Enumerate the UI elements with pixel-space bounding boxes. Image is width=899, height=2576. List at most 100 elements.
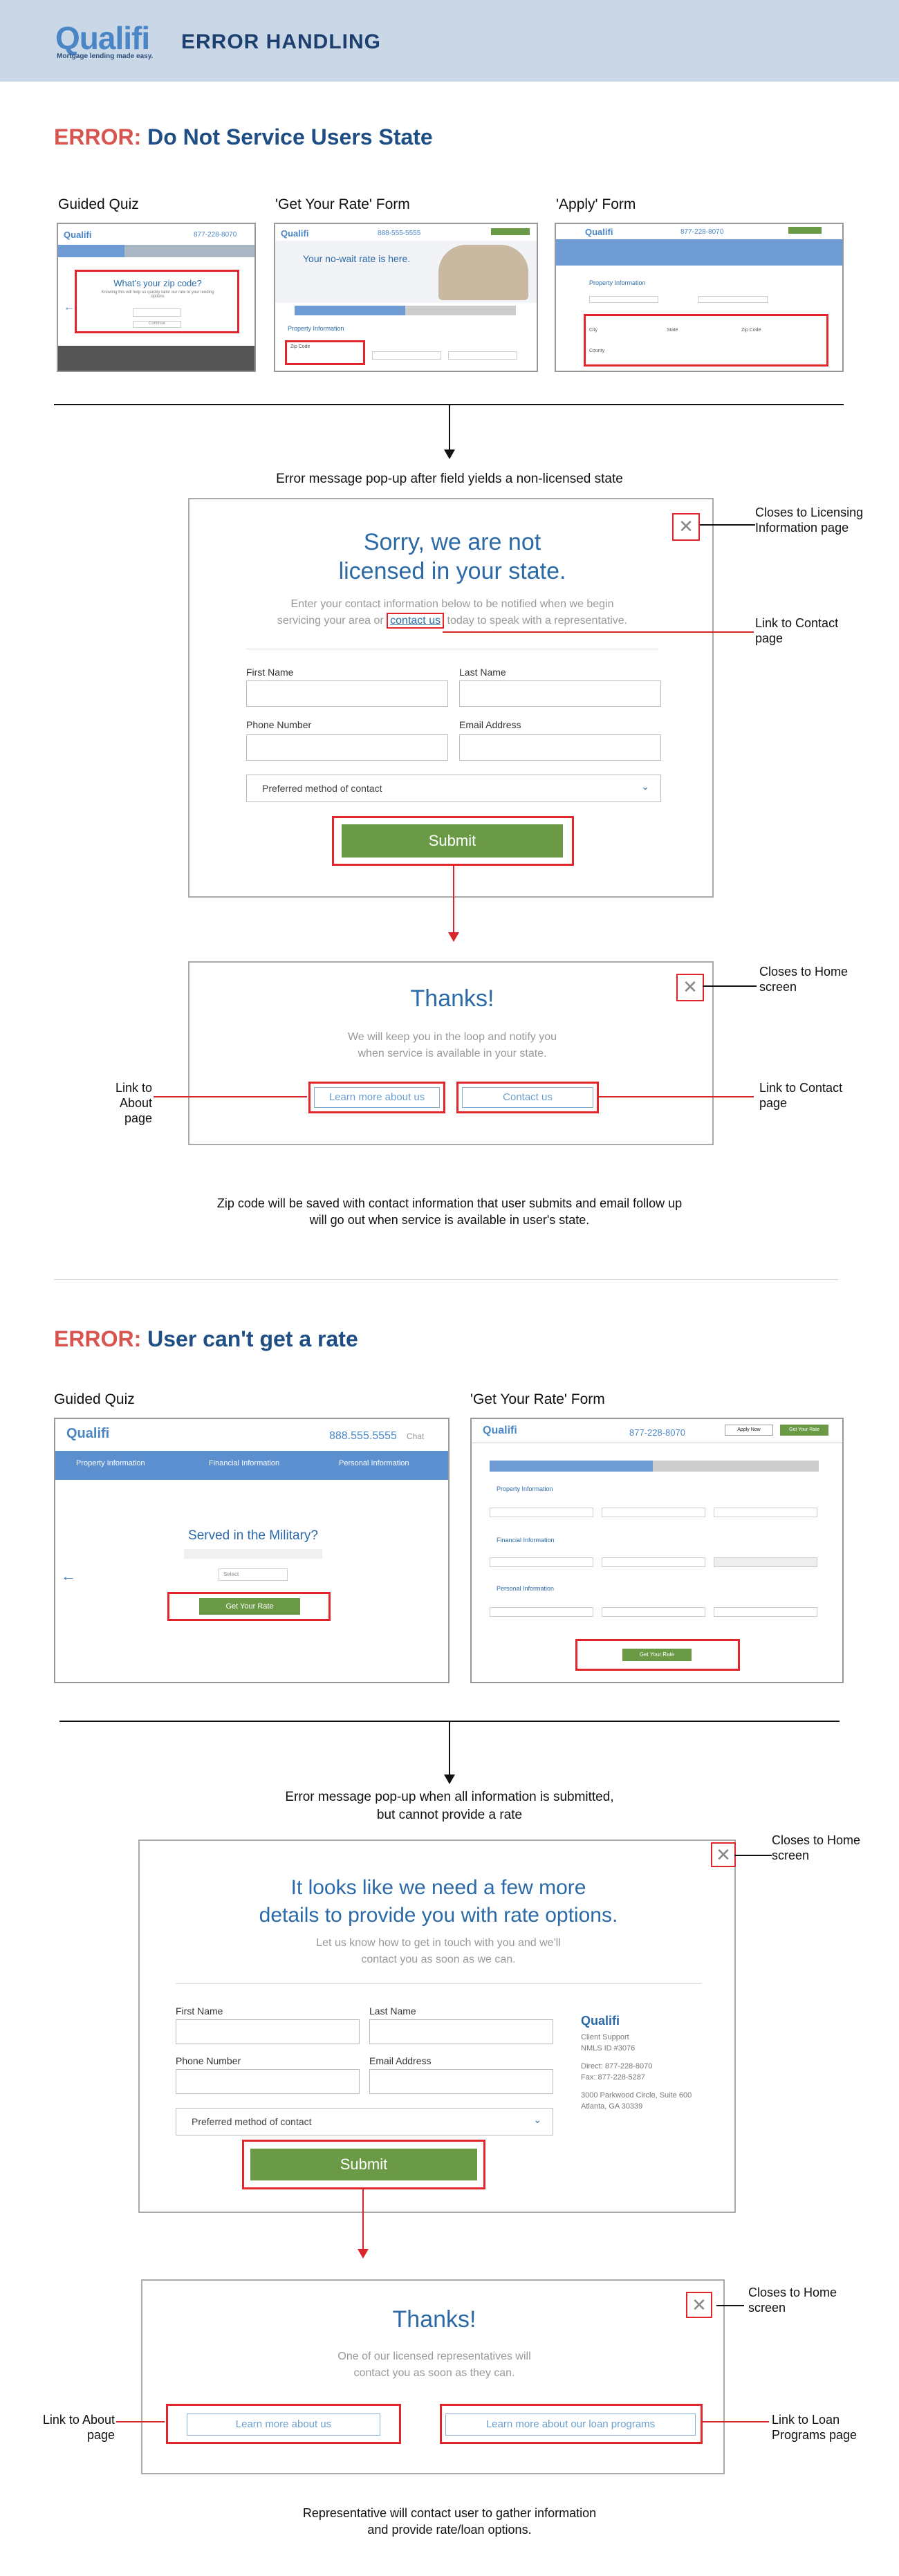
- programs-annotation: Link to Loan Programs page: [772, 2413, 858, 2442]
- thumb-field[interactable]: [714, 1557, 817, 1567]
- support-label: Client Support: [581, 2033, 629, 2041]
- dog-photo: [438, 245, 528, 300]
- thanks-modal: ✕ Thanks! We will keep you in the loop a…: [188, 961, 714, 1145]
- flow-connector: [362, 2188, 364, 2250]
- thumb-chat[interactable]: Chat: [407, 1431, 425, 1441]
- thumb-field[interactable]: [448, 351, 517, 360]
- error-prefix: ERROR:: [54, 124, 142, 149]
- thumb-field[interactable]: [602, 1508, 705, 1517]
- flow-arrow: [444, 450, 455, 459]
- company-name: Qualifi: [581, 2014, 620, 2028]
- phone-input[interactable]: [176, 2069, 360, 2094]
- thumb-btn[interactable]: [788, 227, 822, 234]
- logo-tagline: Mortgage lending made easy.: [57, 53, 154, 60]
- close-annotation: Closes to Licensing Information page: [755, 506, 864, 535]
- thumb-field[interactable]: [490, 1557, 593, 1567]
- flow-caption-line1: Error message pop-up when all informatio…: [285, 1790, 614, 1804]
- thumb-field[interactable]: [714, 1508, 817, 1517]
- preferred-contact-select[interactable]: Preferred method of contact ⌄: [176, 2108, 553, 2135]
- annotation-line: [701, 2421, 769, 2422]
- thumb-caption-guided-quiz: Guided Quiz: [54, 1391, 135, 1407]
- modal-title-line1: It looks like we need a few more: [290, 1876, 586, 1899]
- modal-subtitle-line2: servicing your area or contact us today …: [189, 613, 715, 629]
- thumb-tab[interactable]: Financial Information: [209, 1459, 280, 1467]
- thumb-tab[interactable]: Personal Information: [339, 1459, 409, 1467]
- email-input[interactable]: [459, 734, 661, 761]
- first-name-input[interactable]: [176, 2019, 360, 2044]
- thumb-continue[interactable]: Continue: [133, 321, 181, 328]
- thumb-field[interactable]: [714, 1607, 817, 1617]
- thumb-subtext: [184, 1549, 322, 1559]
- thumb-get-rate-btn[interactable]: Get Your Rate: [780, 1425, 828, 1436]
- contact-us-link[interactable]: contact us: [387, 613, 445, 629]
- address-line1: 3000 Parkwood Circle, Suite 600: [581, 2091, 692, 2100]
- zip-code-highlight: [75, 270, 239, 333]
- sub-text: servicing your area or: [277, 615, 384, 627]
- close-icon[interactable]: ✕: [711, 1842, 736, 1867]
- thumb-zip-input[interactable]: [133, 308, 181, 317]
- last-name-input[interactable]: [369, 2019, 553, 2044]
- flow-arrow: [444, 1775, 455, 1784]
- first-name-input[interactable]: [246, 680, 448, 707]
- close-icon[interactable]: ✕: [686, 2292, 712, 2318]
- thumb-apply[interactable]: Apply Now: [725, 1425, 773, 1436]
- thumb-field[interactable]: [698, 296, 768, 303]
- thanks-sub-line1: One of our licensed representatives will: [337, 2351, 531, 2362]
- contact-us-button[interactable]: Contact us: [462, 1087, 593, 1108]
- close-annotation: Closes to Home screen: [772, 1833, 861, 1862]
- contact-annotation: Link to Contact page: [759, 1081, 843, 1110]
- thumb-phone: 888-555-5555: [378, 230, 421, 237]
- thumb-section: Personal Information: [497, 1585, 555, 1592]
- thumb-field[interactable]: [602, 1557, 705, 1567]
- thumb-phone: 888.555.5555: [329, 1430, 397, 1442]
- thumb-submit-btn[interactable]: Get Your Rate: [622, 1649, 692, 1661]
- close-icon[interactable]: ✕: [676, 974, 704, 1001]
- email-input[interactable]: [369, 2069, 553, 2094]
- section-divider: [54, 1279, 838, 1280]
- flow-arrow: [358, 2249, 369, 2259]
- learn-more-about-us-button[interactable]: Learn more about us: [314, 1087, 440, 1108]
- chevron-down-icon: ⌄: [533, 2114, 541, 2125]
- phone-input[interactable]: [246, 734, 448, 761]
- last-name-input[interactable]: [459, 680, 661, 707]
- qualifi-logo[interactable]: Qualifi: [55, 20, 150, 56]
- submit-button[interactable]: Submit: [250, 2149, 477, 2180]
- thumb-get-rate-btn[interactable]: Get Your Rate: [199, 1598, 300, 1615]
- thumb-field[interactable]: [602, 1607, 705, 1617]
- thumb-progress-active: [295, 306, 405, 315]
- thumb-apply-form: Qualifi 877-228-8070 Property Informatio…: [555, 223, 844, 372]
- direct-phone[interactable]: Direct: 877-228-8070: [581, 2062, 653, 2070]
- sub-text: today to speak with a representative.: [447, 615, 628, 627]
- thumb-zip: Zip Code: [741, 328, 761, 333]
- back-arrow-icon[interactable]: ←: [61, 1567, 76, 1584]
- get-rate-highlight: [167, 1592, 331, 1621]
- thumb-get-rate-form-full: Qualifi 877-228-8070 Apply Now Get Your …: [470, 1418, 844, 1683]
- loan-programs-button[interactable]: Learn more about our loan programs: [445, 2413, 696, 2436]
- back-arrow-icon[interactable]: ←: [64, 302, 75, 313]
- annotation-line: [597, 1096, 754, 1097]
- thumb-logo: Qualifi: [483, 1425, 517, 1436]
- section1-title-text: Do Not Service Users State: [147, 124, 433, 149]
- close-annotation: Closes to Home screen: [759, 965, 849, 994]
- thumb-tab[interactable]: Property Information: [76, 1459, 145, 1467]
- submit-button[interactable]: Submit: [342, 824, 563, 858]
- thumb-field[interactable]: [589, 296, 658, 303]
- thumb-field[interactable]: [490, 1508, 593, 1517]
- thumb-footer: [58, 346, 254, 371]
- thumb-get-rate-btn[interactable]: [491, 228, 530, 235]
- annotation-line: [734, 1855, 772, 1856]
- thumb-field[interactable]: [490, 1607, 593, 1617]
- error-prefix: ERROR:: [54, 1326, 142, 1351]
- annotation-line: [443, 631, 754, 633]
- thumb-state: State: [667, 328, 678, 333]
- thumb-get-rate-form: Qualifi 888-555-5555 Your no-wait rate i…: [274, 223, 538, 372]
- thumb-select[interactable]: Select: [219, 1568, 288, 1581]
- phone-label: Phone Number: [176, 2055, 241, 2066]
- thumb-field[interactable]: [372, 351, 441, 360]
- close-icon[interactable]: ✕: [672, 513, 700, 541]
- preferred-contact-select[interactable]: Preferred method of contact ⌄: [246, 775, 661, 802]
- chevron-down-icon: ⌄: [641, 781, 649, 792]
- thumb-section: Property Information: [288, 325, 344, 332]
- thanks-modal-2: ✕ Thanks! One of our licensed representa…: [141, 2279, 725, 2474]
- learn-more-about-us-button[interactable]: Learn more about us: [187, 2413, 380, 2436]
